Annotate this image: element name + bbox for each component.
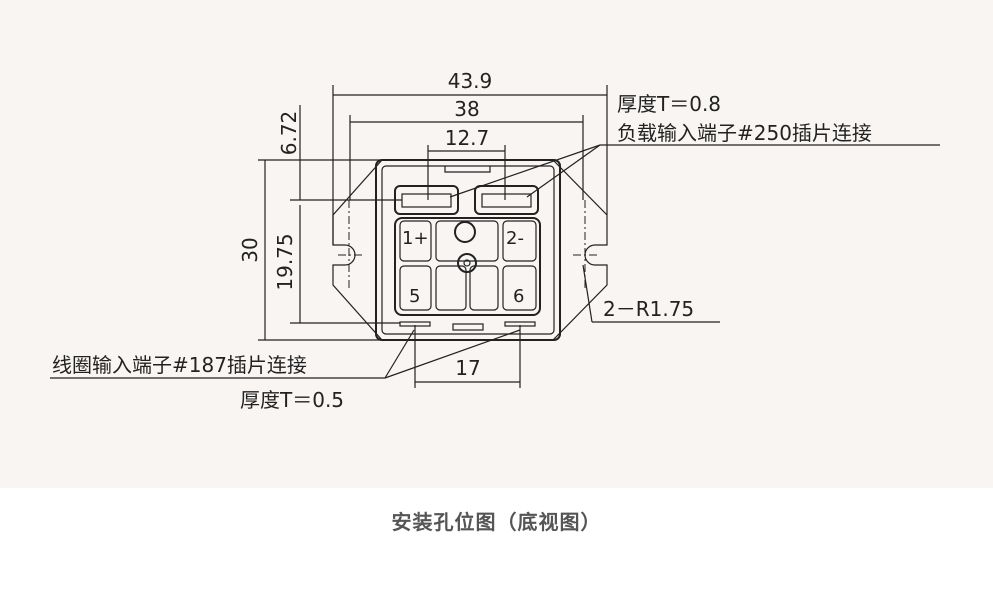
- load-thickness-label: 厚度T＝0.8: [617, 92, 721, 116]
- load-tab-housing-right: [474, 185, 539, 215]
- coil-thickness-label: 厚度T＝0.5: [240, 388, 344, 412]
- load-terminal-label: 负载输入端子#250插片连接: [617, 121, 872, 145]
- housing-inner: [381, 165, 555, 335]
- load-tab-slot-right: [481, 193, 532, 208]
- terminal-1-label: 1+: [402, 228, 429, 249]
- dim-hole-spacing: 38: [454, 97, 479, 121]
- terminal-2-label: 2-: [506, 228, 524, 249]
- coil-terminal-label: 线圈输入端子#187插片连接: [52, 353, 307, 377]
- dim-coil-offset: 19.75: [273, 233, 297, 290]
- relay-bottom-view-drawing: 1+ 2- 5 6 43.9 38 12.7 30 6.72 19.75 17 …: [50, 69, 940, 412]
- center-slot: [452, 323, 484, 331]
- center-hole: [454, 221, 476, 243]
- terminal-6-label: 6: [513, 286, 524, 307]
- load-tab-slot-left: [401, 193, 452, 208]
- load-tab-housing-left: [394, 185, 459, 215]
- dim-tab-spacing: 12.7: [445, 126, 490, 150]
- terminal-block: [394, 217, 541, 316]
- center-boss: [457, 253, 477, 273]
- figure-caption: 安装孔位图（底视图）: [391, 510, 602, 534]
- housing-body: [375, 159, 561, 341]
- drawing-area: 1+ 2- 5 6 43.9 38 12.7 30 6.72 19.75 17 …: [0, 0, 993, 488]
- dim-coil-spacing: 17: [455, 356, 480, 380]
- housing-outline: [332, 159, 608, 341]
- dim-height: 30: [238, 237, 262, 262]
- hole-radius-label: 2－R1.75: [603, 297, 694, 321]
- dim-overall-width: 43.9: [448, 69, 493, 93]
- terminal-5-label: 5: [409, 286, 420, 307]
- dim-top-offset: 6.72: [277, 111, 301, 156]
